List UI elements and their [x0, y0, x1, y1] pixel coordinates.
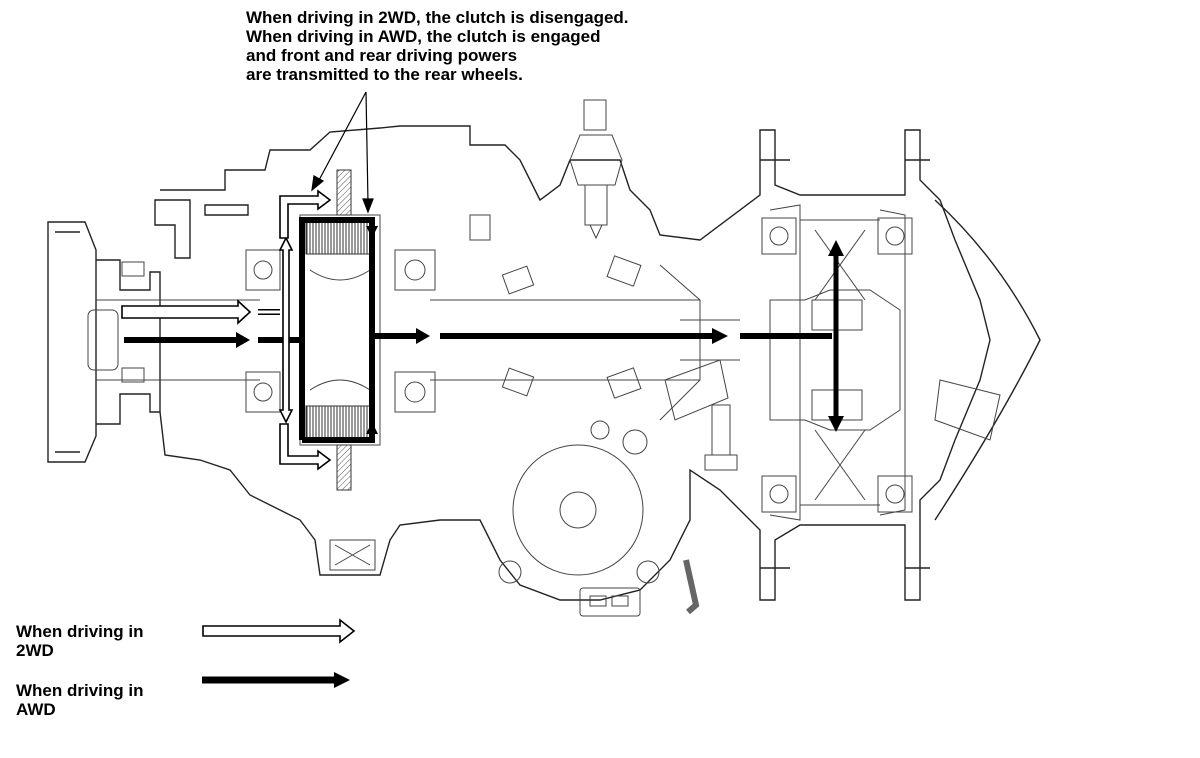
clutch-operation-callout: When driving in 2WD, the clutch is disen… [246, 8, 629, 84]
awd-clutch-loop [299, 217, 375, 443]
legend-awd-line: AWD [16, 700, 56, 719]
2wd-power-flow-arrows [121, 189, 332, 471]
legend-2wd-label: When driving in 2WD [16, 622, 144, 660]
2wd-lower-hook-arrow [279, 423, 332, 471]
legend-2wd-line: 2WD [16, 641, 54, 660]
legend-arrows [202, 618, 356, 688]
callout-line: are transmitted to the rear wheels. [246, 65, 523, 84]
callout-line: When driving in 2WD, the clutch is disen… [246, 8, 629, 27]
callout-line: When driving in AWD, the clutch is engag… [246, 27, 601, 46]
legend-awd-line: When driving in [16, 681, 144, 700]
housing-outline [47, 125, 1041, 601]
awd-power-flow-arrows [124, 217, 844, 443]
2wd-vertical-arrow [278, 236, 294, 424]
legend-2wd-arrow [202, 618, 356, 644]
internal-components [87, 99, 1001, 617]
2wd-input-arrow [121, 299, 252, 325]
2wd-upper-hook-arrow [279, 189, 332, 239]
callout-line: and front and rear driving powers [246, 46, 518, 65]
legend-2wd-line: When driving in [16, 622, 144, 641]
callout-leader-lines [311, 91, 374, 214]
awd-input-arrow-head [236, 332, 250, 348]
legend-awd-label: When driving in AWD [16, 681, 144, 719]
